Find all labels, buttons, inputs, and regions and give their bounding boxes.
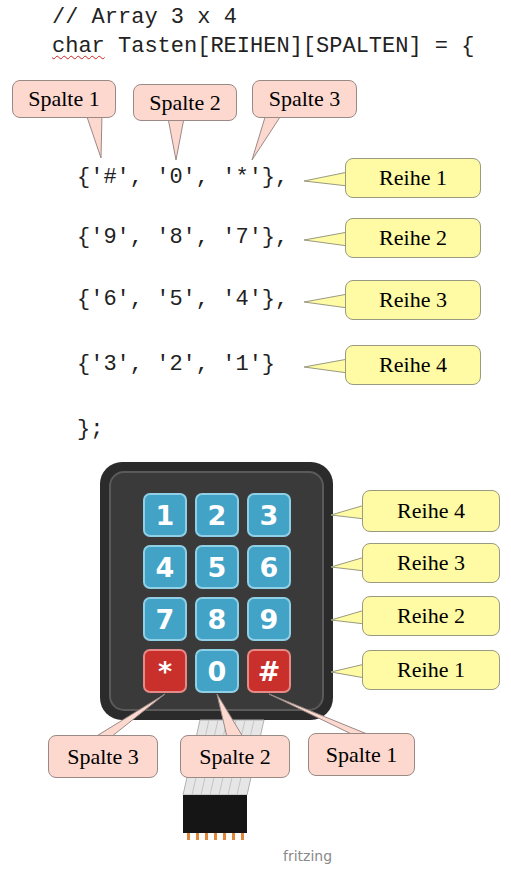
keypad-key: 7 <box>143 597 187 641</box>
text-wrap: 0 <box>208 656 227 687</box>
callout-box: Spalte 1 <box>308 733 415 776</box>
callout-box: Reihe 1 <box>362 650 500 690</box>
code-comment: // Array 3 x 4 <box>52 5 237 31</box>
key-label: 0 <box>208 656 227 687</box>
callout-box: Spalte 1 <box>12 80 116 118</box>
text-wrap: # <box>258 656 281 687</box>
callout-text: Spalte 3 <box>67 744 139 770</box>
key-label: # <box>258 656 281 687</box>
text-wrap: 5 <box>208 552 227 583</box>
callout-box: Spalte 2 <box>133 84 237 121</box>
text-wrap: Spalte 1 <box>28 86 100 112</box>
text-wrap: Reihe 2 <box>379 225 447 251</box>
text-wrap: * <box>158 656 172 687</box>
callout-text: Spalte 2 <box>149 90 221 116</box>
callout-text: Reihe 2 <box>397 603 465 629</box>
keypad-key: 8 <box>195 597 239 641</box>
callout-text: Spalte 3 <box>269 86 341 112</box>
callout-box: Reihe 3 <box>345 280 481 320</box>
callout-text: Spalte 2 <box>199 744 271 770</box>
callout-box: Spalte 3 <box>48 735 158 778</box>
key-label: 1 <box>156 500 175 531</box>
callout-text: Spalte 1 <box>326 742 398 768</box>
callout-box: Reihe 4 <box>362 490 500 532</box>
keypad-key: 6 <box>247 545 291 589</box>
keypad-key: 5 <box>195 545 239 589</box>
watermark: fritzing <box>283 848 332 864</box>
text-wrap: Reihe 1 <box>397 657 465 683</box>
text-wrap: 7 <box>156 604 175 635</box>
callout-text: Reihe 3 <box>379 287 447 313</box>
keypad-key: 1 <box>143 493 187 537</box>
keypad-key: 9 <box>247 597 291 641</box>
text-wrap: 6 <box>260 552 279 583</box>
code-keyword: char <box>52 34 105 60</box>
text-wrap: Reihe 3 <box>379 287 447 313</box>
key-label: 5 <box>208 552 227 583</box>
key-label: 6 <box>260 552 279 583</box>
text-wrap: Spalte 2 <box>199 744 271 770</box>
callout-tail <box>269 694 370 735</box>
keypad-face <box>110 472 323 710</box>
code-line: {'#', '0', '*'}, <box>77 165 288 191</box>
key-label: 8 <box>208 604 227 635</box>
callout-box: Reihe 1 <box>345 158 481 198</box>
text-wrap: Reihe 1 <box>379 165 447 191</box>
keypad-key: 0 <box>195 649 239 693</box>
callout-box: Reihe 2 <box>345 218 481 258</box>
key-label: 9 <box>260 604 279 635</box>
callout-box: Spalte 2 <box>180 735 290 778</box>
callout-box: Reihe 3 <box>362 543 500 583</box>
callout-text: Reihe 1 <box>397 657 465 683</box>
text-wrap: Reihe 3 <box>397 550 465 576</box>
callout-box: Reihe 2 <box>362 596 500 636</box>
code-line: }; <box>77 417 103 443</box>
keypad-body <box>100 462 333 720</box>
text-wrap: 1 <box>156 500 175 531</box>
callout-tail <box>95 694 165 737</box>
key-label: 4 <box>156 552 175 583</box>
text-wrap: Spalte 3 <box>67 744 139 770</box>
code-line: Tasten[REIHEN][SPALTEN] = { <box>118 34 474 60</box>
connector-pins <box>187 833 244 840</box>
text-wrap: 8 <box>208 604 227 635</box>
callout-text: Reihe 4 <box>397 498 465 524</box>
callout-box: Reihe 4 <box>345 345 481 385</box>
text-wrap: Reihe 4 <box>397 498 465 524</box>
callout-text: Spalte 1 <box>28 86 100 112</box>
key-label: * <box>158 656 172 687</box>
text-wrap: 9 <box>260 604 279 635</box>
code-line: {'6', '5', '4'}, <box>77 287 288 313</box>
text-wrap: Reihe 2 <box>397 603 465 629</box>
code-line: {'9', '8', '7'}, <box>77 225 288 251</box>
callout-text: Reihe 2 <box>379 225 447 251</box>
keypad-key: 4 <box>143 545 187 589</box>
text-wrap: Spalte 2 <box>149 90 221 116</box>
text-wrap: 3 <box>260 500 279 531</box>
text-wrap: Spalte 3 <box>269 86 341 112</box>
callout-text: Reihe 4 <box>379 352 447 378</box>
text-wrap: 2 <box>208 500 227 531</box>
text-wrap: Spalte 1 <box>326 742 398 768</box>
callout-text: Reihe 1 <box>379 165 447 191</box>
keypad-key: * <box>143 649 187 693</box>
code-line: {'3', '2', '1'} <box>77 352 275 378</box>
callout-box: Spalte 3 <box>252 80 357 118</box>
text-wrap: Reihe 4 <box>379 352 447 378</box>
callout-text: Reihe 3 <box>397 550 465 576</box>
keypad-key: 2 <box>195 493 239 537</box>
key-label: 2 <box>208 500 227 531</box>
connector <box>183 795 247 833</box>
key-label: 3 <box>260 500 279 531</box>
text-wrap: 4 <box>156 552 175 583</box>
keypad-key: # <box>247 649 291 693</box>
callout-tail <box>217 694 243 737</box>
keypad-key: 3 <box>247 493 291 537</box>
key-label: 7 <box>156 604 175 635</box>
